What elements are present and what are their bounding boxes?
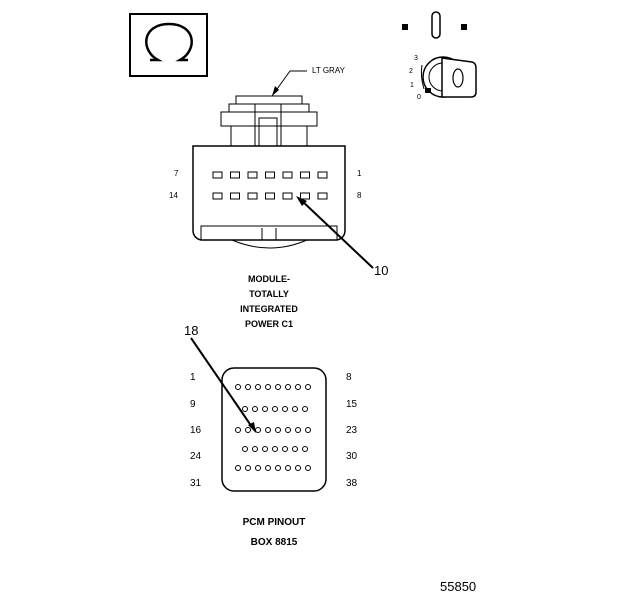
- pcm-right-label-15: 15: [346, 399, 358, 410]
- pcm-pin-cavity: [245, 465, 251, 471]
- module-caption-line-1: MODULE-: [248, 274, 290, 284]
- callout-18-label: 18: [184, 323, 199, 338]
- pcm-pin-cavity: [285, 384, 291, 390]
- module-pin-cavity: [282, 171, 293, 179]
- pcm-pin-cavity: [272, 446, 278, 452]
- module-caption-line-3: INTEGRATED: [240, 304, 298, 314]
- module-pin-cavity: [212, 192, 223, 200]
- pcm-pin-cavity: [285, 427, 291, 433]
- ignition-position-0: 0: [417, 94, 421, 101]
- ohmmeter-icon: [129, 13, 208, 77]
- callout-18-arrow: [190, 337, 256, 433]
- module-pin-cavity: [282, 192, 293, 200]
- module-pin-cavity: [317, 171, 328, 179]
- module-pin-cavity: [265, 171, 275, 179]
- pcm-caption-line-2: BOX 8815: [250, 537, 298, 548]
- module-pin-label-7: 7: [174, 169, 179, 178]
- pcm-pin-cavity: [252, 446, 258, 452]
- pcm-pin-cavity: [302, 406, 308, 412]
- pcm-pin-cavity: [295, 384, 301, 390]
- ignition-position-2: 2: [409, 68, 413, 75]
- pcm-right-label-23: 23: [346, 425, 358, 436]
- pcm-caption-line-1: PCM PINOUT: [242, 517, 306, 528]
- module-pin-cavity: [300, 171, 310, 179]
- pcm-pin-cavity: [295, 427, 301, 433]
- pcm-pin-cavity: [255, 465, 261, 471]
- pcm-left-label-24: 24: [190, 451, 202, 462]
- pcm-right-label-30: 30: [346, 451, 358, 462]
- pcm-right-label-8: 8: [346, 372, 352, 383]
- ignition-switch-icon: [402, 11, 477, 98]
- pcm-pin-cavity: [275, 465, 281, 471]
- pcm-caption: PCM PINOUT BOX 8815: [222, 513, 326, 553]
- pcm-pin-cavity: [282, 446, 288, 452]
- pcm-pin-cavity: [245, 427, 251, 433]
- pcm-pin-cavity: [305, 427, 311, 433]
- module-pin-cavity: [317, 192, 328, 200]
- pcm-left-label-9: 9: [190, 399, 196, 410]
- pcm-pin-cavity: [242, 406, 248, 412]
- ignition-position-1: 1: [410, 82, 414, 89]
- module-pin-label-1: 1: [357, 169, 362, 178]
- pcm-left-label-1: 1: [190, 372, 196, 383]
- module-caption: MODULE- TOTALLY INTEGRATED POWER C1: [219, 272, 319, 332]
- module-pin-cavity: [247, 192, 258, 200]
- module-caption-line-4: POWER C1: [244, 319, 293, 329]
- pcm-pin-cavity: [265, 427, 271, 433]
- pcm-pin-cavity: [255, 384, 261, 390]
- pcm-pin-cavity: [235, 384, 241, 390]
- pcm-pin-cavity: [305, 384, 311, 390]
- module-connector: [192, 95, 346, 249]
- pcm-pin-cavity: [242, 446, 248, 452]
- pcm-pin-cavity: [275, 427, 281, 433]
- pcm-pin-cavity: [252, 406, 258, 412]
- callout-10-arrow: [296, 196, 374, 269]
- pcm-pin-cavity: [305, 465, 311, 471]
- pcm-pin-cavity: [255, 427, 261, 433]
- module-pin-cavity: [230, 171, 240, 179]
- pcm-pin-cavity: [302, 446, 308, 452]
- module-pin-label-8: 8: [357, 191, 362, 200]
- pcm-pin-cavity: [282, 406, 288, 412]
- pcm-pin-cavity: [235, 427, 241, 433]
- pcm-pin-cavity: [235, 465, 241, 471]
- figure-number: 55850: [440, 579, 477, 594]
- wire-color-label: LT GRAY: [312, 66, 345, 75]
- pcm-left-label-16: 16: [190, 425, 202, 436]
- module-pin-cavity: [230, 192, 240, 200]
- pcm-pin-cavity: [275, 384, 281, 390]
- pcm-pin-cavity: [292, 446, 298, 452]
- pcm-pin-cavity: [245, 384, 251, 390]
- pcm-pin-cavity: [272, 406, 278, 412]
- wire-leader: [271, 70, 307, 97]
- module-pin-cavity: [247, 171, 258, 179]
- ignition-position-3: 3: [414, 55, 418, 62]
- pcm-connector: [221, 367, 327, 492]
- pcm-pin-cavity: [262, 406, 268, 412]
- module-pin-label-14: 14: [169, 191, 178, 200]
- pcm-pin-cavity: [295, 465, 301, 471]
- callout-10-label: 10: [374, 263, 389, 278]
- pcm-left-label-31: 31: [190, 478, 202, 489]
- pcm-pin-cavity: [285, 465, 291, 471]
- pcm-pin-cavity: [292, 406, 298, 412]
- module-pin-cavity: [212, 171, 223, 179]
- pcm-pin-cavity: [265, 465, 271, 471]
- module-caption-line-2: TOTALLY: [249, 289, 289, 299]
- pcm-right-label-38: 38: [346, 478, 358, 489]
- module-pin-cavity: [300, 192, 310, 200]
- pcm-pin-cavity: [262, 446, 268, 452]
- pcm-pin-cavity: [265, 384, 271, 390]
- module-pin-cavity: [265, 192, 275, 200]
